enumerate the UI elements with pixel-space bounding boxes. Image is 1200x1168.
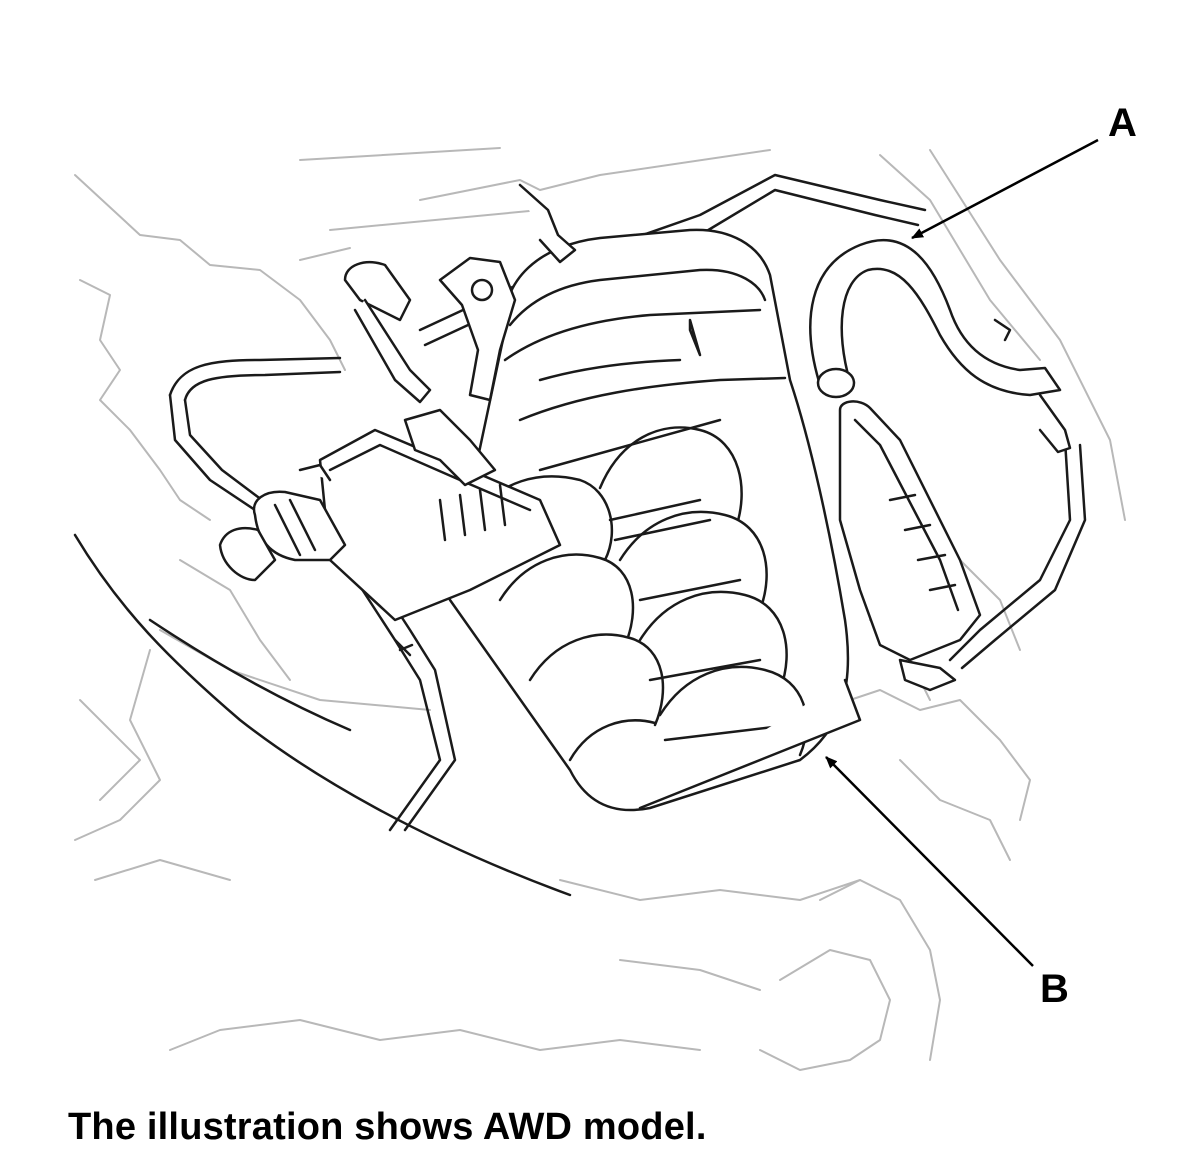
bracket [343, 183, 577, 404]
filter-bracket [838, 400, 982, 692]
vent-valve [218, 408, 562, 622]
illustration-caption: The illustration shows AWD model. [68, 1106, 707, 1148]
leader-arrow-b [825, 756, 1034, 967]
leader-arrow-a [911, 138, 1099, 240]
leader-lines [825, 138, 1099, 967]
hose-a [809, 238, 1072, 454]
frame-rail [73, 533, 572, 897]
evap-canister [438, 228, 862, 812]
callout-a: A [1108, 101, 1137, 145]
callout-b: B [1040, 967, 1069, 1011]
